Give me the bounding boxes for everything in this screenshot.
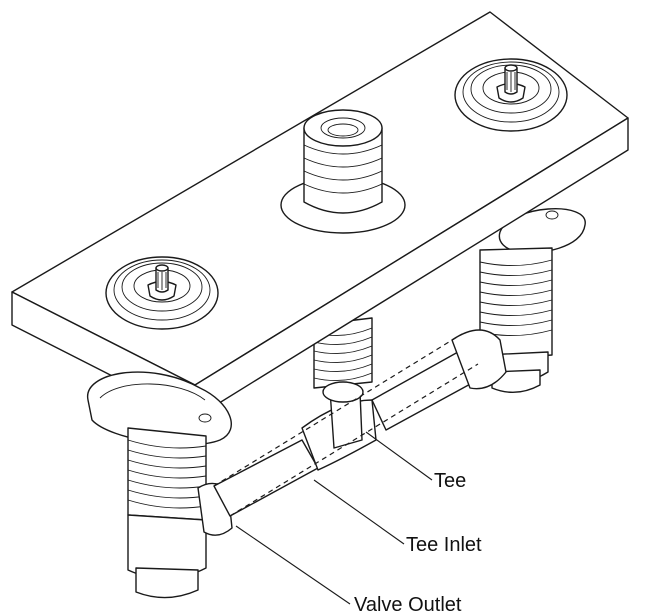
center-spout-fitting bbox=[280, 109, 406, 234]
label-tee-inlet: Tee Inlet bbox=[406, 534, 482, 556]
connecting-piping bbox=[213, 329, 507, 517]
callout-leaders bbox=[235, 431, 433, 605]
label-tee: Tee bbox=[434, 470, 466, 492]
left-valve-stem bbox=[105, 256, 219, 330]
label-valve-outlet: Valve Outlet bbox=[354, 594, 462, 615]
leader-tee bbox=[365, 431, 433, 481]
leader-valve-outlet bbox=[235, 525, 351, 605]
left-valve-body bbox=[87, 371, 233, 599]
right-valve-stem bbox=[454, 58, 568, 132]
leader-tee-inlet bbox=[313, 479, 405, 545]
right-valve-body bbox=[479, 208, 586, 393]
